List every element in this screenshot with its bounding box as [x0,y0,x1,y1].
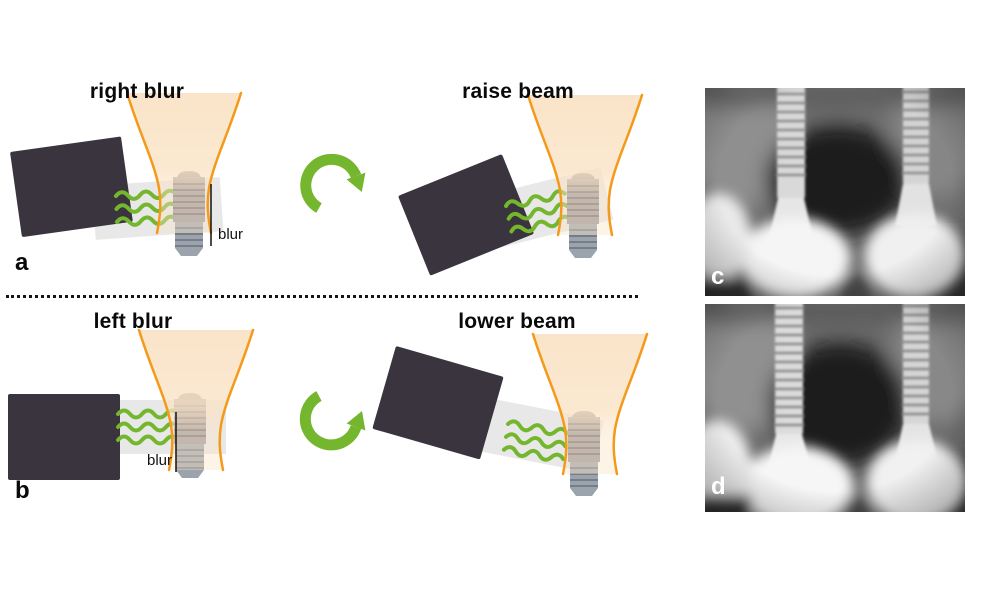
xray-sensor [8,394,120,480]
panel-b-diagram [8,328,255,480]
xray-sensor [372,346,504,460]
panel-lower-title: lower beam [458,310,576,333]
radiograph-c [705,88,965,296]
panel-label-a: a [15,249,29,276]
panel-b-title: left blur [93,310,173,333]
panel-label-b: b [15,477,30,504]
rotate-cw-arrow-icon [300,153,366,213]
panel-a-title: right blur [89,80,185,103]
blur-annotation-b: blur [146,452,172,469]
xray-sensor [10,136,133,238]
panel-raise-diagram [398,93,644,276]
dotted-divider [6,295,638,298]
rotate-ccw-arrow-icon [299,391,366,451]
panel-a-diagram [10,91,243,257]
panel-lower-diagram [372,332,649,497]
radiograph-d [705,304,965,512]
blur-annotation-a: blur [218,226,244,243]
panel-label-c: c [711,263,725,290]
panel-label-d: d [711,473,726,500]
panel-raise-title: raise beam [462,80,574,103]
